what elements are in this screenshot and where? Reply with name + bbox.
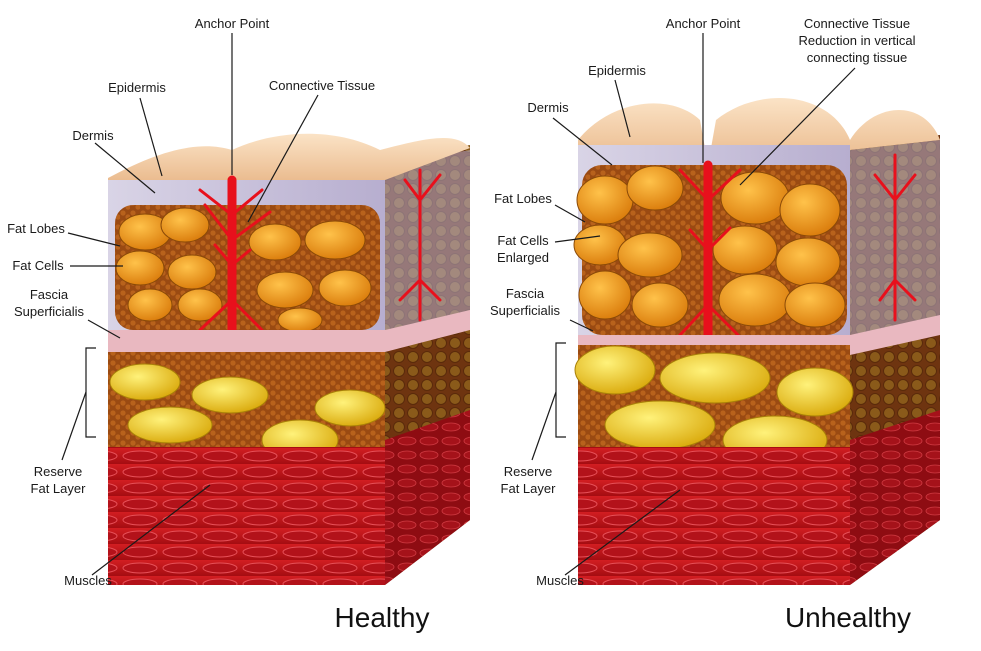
unhealthy-muscle	[578, 447, 850, 585]
label-anchor-point: Anchor Point	[195, 16, 270, 31]
title-unhealthy: Unhealthy	[785, 602, 911, 633]
label-anchor-point: Anchor Point	[666, 16, 741, 31]
healthy-side-dermis	[385, 150, 470, 335]
label-fat-lobes: Fat Lobes	[7, 221, 65, 236]
label-connective-tissue: Connective Tissue	[269, 78, 375, 93]
label-muscles: Muscles	[536, 573, 584, 588]
label-dermis: Dermis	[72, 128, 114, 143]
label-fat-cells-2: Enlarged	[497, 250, 549, 265]
unhealthy-labels: Anchor Point Connective Tissue Reduction…	[490, 16, 916, 633]
healthy-leader-lines	[61, 33, 319, 576]
unhealthy-leader-lines	[531, 33, 856, 576]
label-fascia-2: Superficialis	[14, 304, 85, 319]
label-reserve-2: Fat Layer	[501, 481, 557, 496]
label-connective-3: connecting tissue	[807, 50, 907, 65]
label-fascia-2: Superficialis	[490, 303, 561, 318]
healthy-fascia	[108, 310, 470, 352]
label-connective-2: Reduction in vertical	[798, 33, 915, 48]
unhealthy-fat-lobes	[573, 165, 846, 328]
healthy-block	[108, 133, 470, 585]
label-muscles: Muscles	[64, 573, 112, 588]
unhealthy-connective-tissue	[678, 153, 917, 345]
label-fat-cells-1: Fat Cells	[497, 233, 549, 248]
label-reserve-1: Reserve	[504, 464, 552, 479]
label-fascia-1: Fascia	[30, 287, 69, 302]
unhealthy-side-muscle	[850, 410, 940, 585]
label-reserve-1: Reserve	[34, 464, 82, 479]
label-epidermis: Epidermis	[588, 63, 646, 78]
healthy-labels: Anchor Point Epidermis Connective Tissue…	[7, 16, 429, 633]
label-epidermis: Epidermis	[108, 80, 166, 95]
label-connective-1: Connective Tissue	[804, 16, 910, 31]
label-dermis: Dermis	[527, 100, 569, 115]
label-fascia-1: Fascia	[506, 286, 545, 301]
healthy-epidermis-top	[108, 133, 470, 185]
unhealthy-block	[573, 98, 940, 585]
healthy-side-muscle	[385, 410, 470, 585]
healthy-fat-lobes	[115, 207, 372, 333]
label-reserve-2: Fat Layer	[31, 481, 87, 496]
healthy-connective-tissue	[198, 168, 442, 345]
label-fat-lobes: Fat Lobes	[494, 191, 552, 206]
label-fat-cells: Fat Cells	[12, 258, 64, 273]
title-healthy: Healthy	[335, 602, 430, 633]
healthy-muscle	[108, 447, 385, 585]
